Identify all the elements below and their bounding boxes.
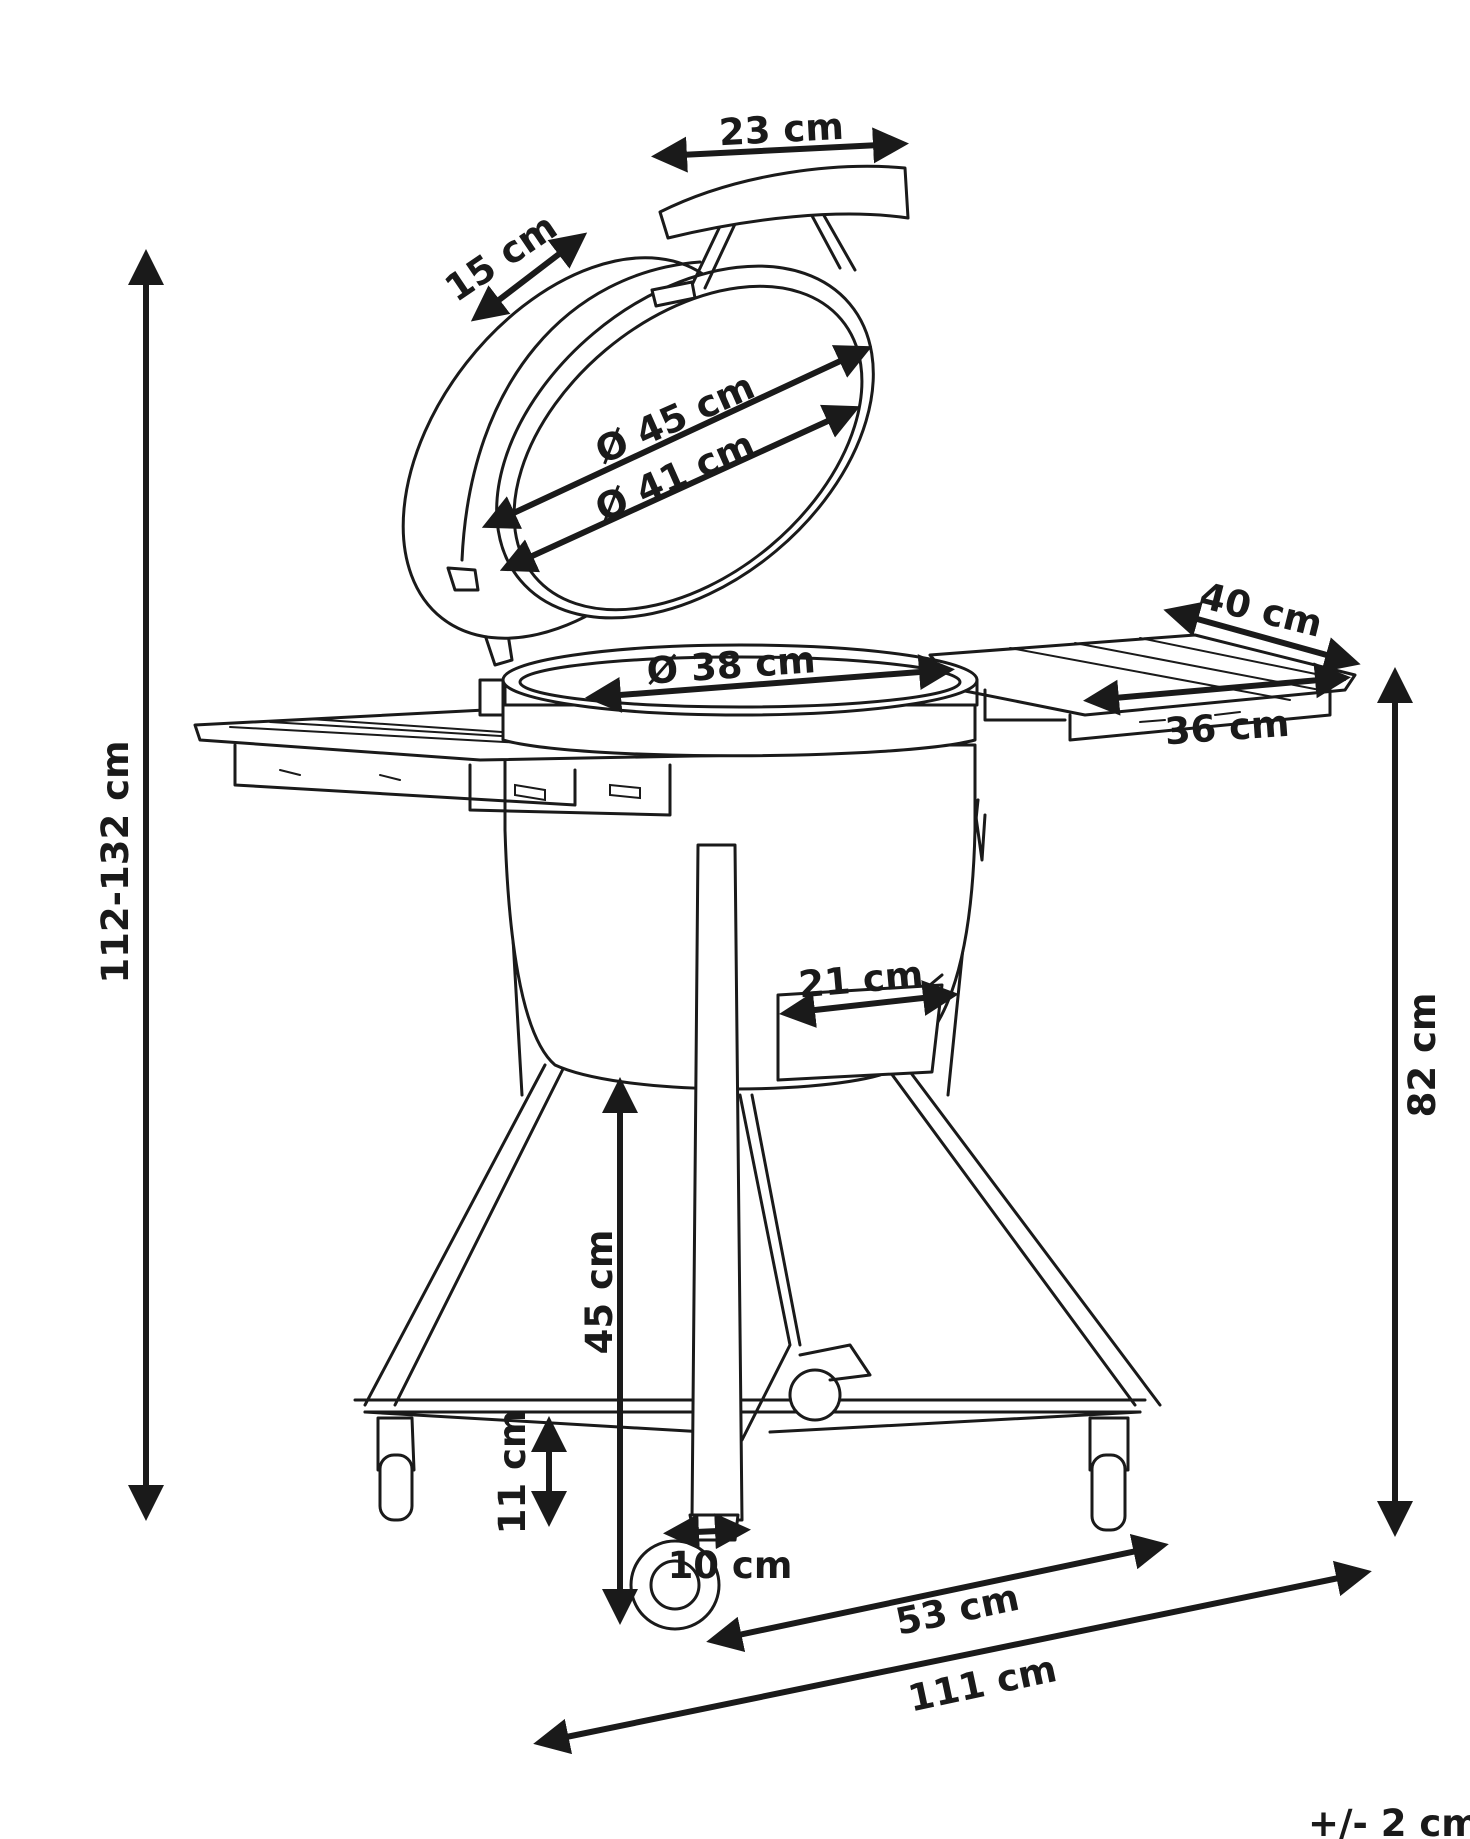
dim-arrow-handle-width: [651, 127, 909, 173]
caster-right: [1088, 1416, 1130, 1532]
caster-left: [376, 1416, 416, 1522]
label-wheel-width: 10 cm: [668, 1544, 793, 1587]
label-tolerance: +/- 2 cm: [1308, 1802, 1470, 1839]
dim-arrow-vent: [779, 980, 959, 1028]
dim-arrow-total-width: [533, 1560, 1372, 1755]
label-table-height: 82 cm: [1401, 993, 1444, 1118]
hinge-bracket: [478, 678, 507, 717]
brake-pedal: [798, 1343, 872, 1382]
rear-caster: [788, 1368, 842, 1422]
label-bowl-height: 45 cm: [578, 1230, 621, 1355]
rear-leg-left: [363, 1063, 567, 1407]
dim-arrow-table-width: [1163, 601, 1361, 673]
dim-arrow-lid-inner: [499, 404, 861, 573]
label-table-depth: 36 cm: [1163, 702, 1291, 754]
dimension-arrows: [128, 127, 1413, 1755]
side-table-right: [928, 633, 1357, 742]
dim-arrow-grill: [585, 654, 955, 713]
label-wheel-height: 11 cm: [491, 1410, 534, 1535]
label-total-height: 112-132 cm: [94, 740, 137, 983]
lid-handle: [650, 164, 910, 308]
lid-latch: [446, 566, 480, 592]
dim-arrow-handle-height: [470, 232, 588, 322]
grill-drawing: [193, 164, 1357, 1631]
dim-arrow-wheel-width: [663, 1513, 751, 1550]
label-total-width: 111 cm: [904, 1647, 1060, 1720]
label-handle-width: 23 cm: [718, 105, 845, 154]
rear-leg-right: [883, 1063, 1162, 1407]
dim-arrow-table-depth: [1083, 662, 1351, 716]
